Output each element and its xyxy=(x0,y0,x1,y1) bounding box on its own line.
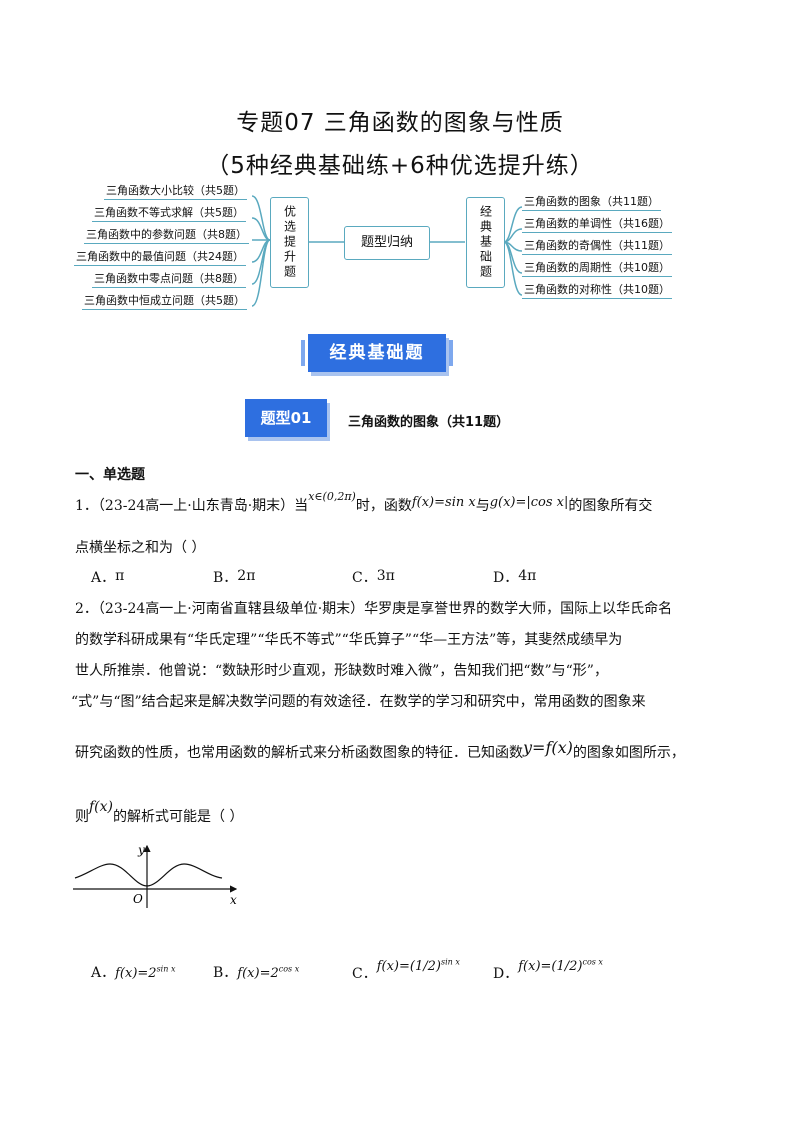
mindmap-left-item: 三角函数中的最值问题（共24题） xyxy=(74,248,246,266)
option-exponent: cos x xyxy=(278,964,300,974)
option-value: 3π xyxy=(376,568,395,584)
curve xyxy=(74,863,223,887)
origin-label: O xyxy=(133,892,143,906)
option-a[interactable]: A．f(x)=2sin x xyxy=(91,962,175,982)
question-text: 的解析式可能是（ ） xyxy=(113,809,244,825)
question-2-line: 世人所推崇．他曾说：“数缺形时少直观，形缺数时难入微”，告知我们把“数”与“形”… xyxy=(75,663,608,679)
section-banner: 经典基础题 xyxy=(301,334,453,372)
topic-tag: 题型01 xyxy=(245,399,327,437)
math-condition: x∈(0,2π) xyxy=(308,490,356,503)
question-number: 2． xyxy=(75,601,98,617)
option-base: f(x)=(1/2) xyxy=(518,959,583,974)
topic-title: 三角函数的图象（共11题） xyxy=(348,415,510,430)
page-title: 专题07 三角函数的图象与性质 xyxy=(236,110,564,136)
mindmap-right-item: 三角函数的图象（共11题） xyxy=(522,193,661,211)
question-text: 点横坐标之和为（ ） xyxy=(75,540,206,556)
option-label: C． xyxy=(352,570,377,586)
mindmap-connectors xyxy=(251,195,523,307)
option-exponent: sin x xyxy=(156,964,176,974)
math-function-f: f(x)=sin x xyxy=(411,495,476,510)
option-d[interactable]: D．4π xyxy=(493,567,536,587)
page-subtitle: （5种经典基础练+6种优选提升练） xyxy=(206,153,594,179)
mindmap-right-item: 三角函数的对称性（共10题） xyxy=(522,281,672,299)
function-graph: y x O xyxy=(73,843,238,908)
math-expression: f(x) xyxy=(89,799,114,815)
question-number: 1． xyxy=(75,498,98,514)
math-function-g: g(x)=|cos x| xyxy=(489,495,569,510)
option-base: f(x)=2 xyxy=(237,966,279,981)
option-base: f(x)=2 xyxy=(115,966,157,981)
option-base: f(x)=(1/2) xyxy=(376,959,441,974)
question-text: （23-24高一上·河南省直辖县级单位·期末）华罗庚是享誉世界的数学大师，国际上… xyxy=(97,601,673,617)
question-2-line: “式”与“图”结合起来是解决数学问题的有效途径．在数学的学习和研究中，常用函数的… xyxy=(71,694,646,710)
option-value: 4π xyxy=(518,568,537,584)
option-exponent: sin x xyxy=(440,957,460,967)
option-label: B． xyxy=(213,965,238,981)
option-b[interactable]: B．f(x)=2cos x xyxy=(213,962,299,982)
option-exponent: cos x xyxy=(582,957,603,967)
mindmap-right-item: 三角函数的周期性（共10题） xyxy=(522,259,672,277)
x-axis-label: x xyxy=(230,893,237,907)
question-text: 的图象所有交 xyxy=(568,498,653,514)
question-text: 与 xyxy=(475,498,490,514)
option-label: C． xyxy=(352,966,377,982)
question-2-line: 的数学科研成果有“华氏定理”“华氏不等式”“华氏算子”“华—王方法”等，其斐然成… xyxy=(75,632,623,648)
mindmap-left-item: 三角函数不等式求解（共5题） xyxy=(92,204,246,222)
mindmap-left-group: 优选提升题 xyxy=(270,197,309,288)
option-label: B． xyxy=(213,570,238,586)
mindmap-center: 题型归纳 xyxy=(344,226,430,260)
option-value: π xyxy=(115,568,125,584)
question-text: 的图象如图所示， xyxy=(572,745,685,761)
mindmap-right-group: 经典基础题 xyxy=(466,197,505,288)
option-label: A． xyxy=(91,965,116,981)
mindmap-right-item: 三角函数的单调性（共16题） xyxy=(522,215,672,233)
mindmap-left-item: 三角函数大小比较（共5题） xyxy=(104,182,247,200)
question-text: 时，函数 xyxy=(355,498,412,514)
mindmap-left-item: 三角函数中的参数问题（共8题） xyxy=(84,226,249,244)
option-b[interactable]: B．2π xyxy=(213,567,255,587)
question-2-line: 2．（23-24高一上·河南省直辖县级单位·期末）华罗庚是享誉世界的数学大师，国… xyxy=(75,598,672,618)
mindmap-left-item: 三角函数中零点问题（共8题） xyxy=(92,270,246,288)
math-expression: y=f(x) xyxy=(523,738,573,757)
option-label: A． xyxy=(91,570,116,586)
mindmap-right-item: 三角函数的奇偶性（共11题） xyxy=(522,237,672,255)
option-d[interactable]: D．f(x)=(1/2)cos x xyxy=(493,955,603,982)
question-source: （23-24高一上·山东青岛·期末）当 xyxy=(97,498,309,514)
question-text: 则 xyxy=(75,809,89,825)
option-a[interactable]: A．π xyxy=(91,567,124,587)
y-axis-label: y xyxy=(137,843,145,857)
question-2-line: 则f(x)的解析式可能是（ ） xyxy=(75,799,244,826)
mindmap-left-item: 三角函数中恒成立问题（共5题） xyxy=(82,292,247,310)
section-heading: 一、单选题 xyxy=(75,467,145,483)
option-value: 2π xyxy=(237,568,256,584)
option-label: D． xyxy=(493,966,519,982)
option-c[interactable]: C．3π xyxy=(352,567,395,587)
option-label: D． xyxy=(493,570,519,586)
question-text: 研究函数的性质，也常用函数的解析式来分析函数图象的特征．已知函数 xyxy=(75,745,523,761)
question-2-line: 研究函数的性质，也常用函数的解析式来分析函数图象的特征．已知函数y=f(x)的图… xyxy=(75,738,685,762)
question-1: 1．（23-24高一上·山东青岛·期末）当x∈(0,2π)时，函数f(x)=si… xyxy=(75,490,653,515)
option-c[interactable]: C．f(x)=(1/2)sin x xyxy=(352,955,460,982)
